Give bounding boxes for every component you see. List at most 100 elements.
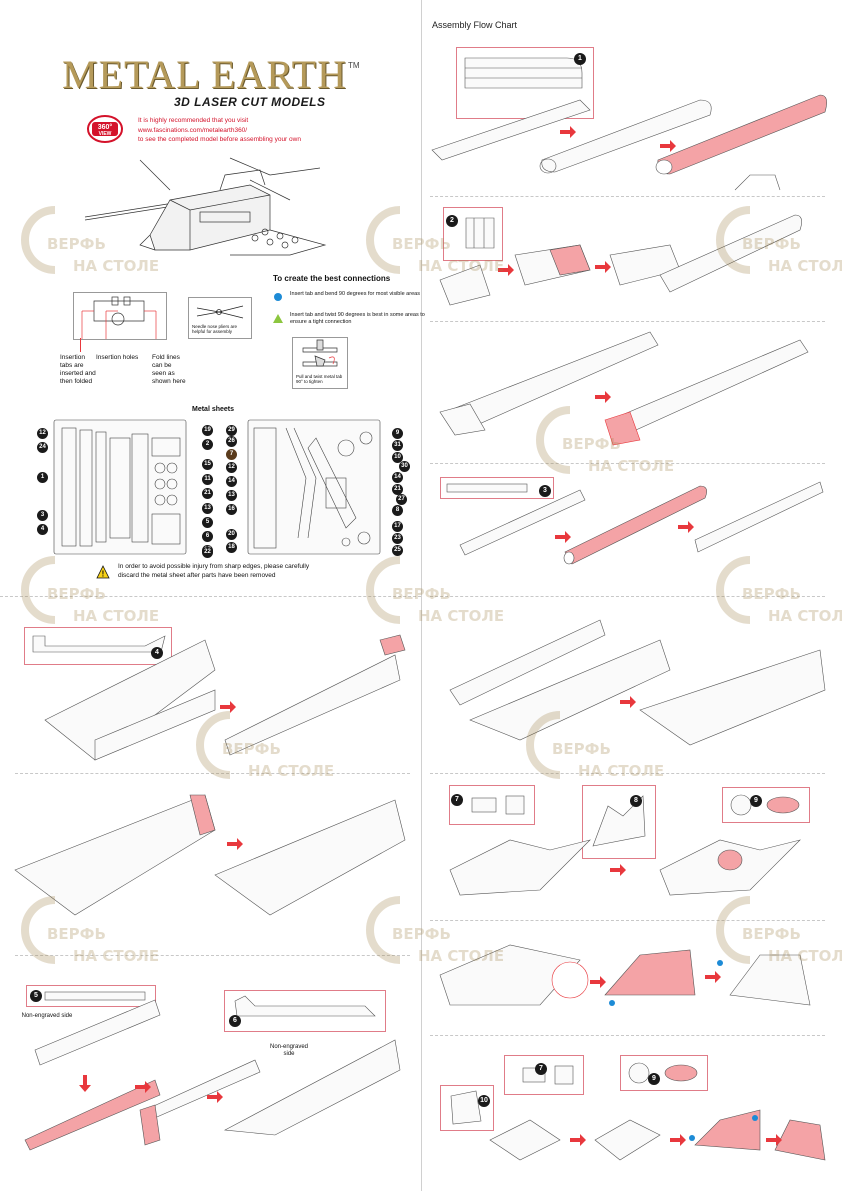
trademark: TM: [348, 61, 360, 70]
pliers-icon: [196, 305, 244, 319]
part-badge: 12: [226, 462, 237, 473]
connection-tip-bend: Insert tab and bend 90 degrees for most …: [290, 291, 420, 297]
step-6-part-box: [224, 990, 386, 1032]
step-10-part-box: [440, 1085, 494, 1131]
step-4b-assembly: [14, 790, 415, 925]
step-7-9-assembly: [430, 820, 830, 920]
logo-subtitle: 3D LASER CUT MODELS: [174, 95, 326, 109]
step-4-assembly: [15, 634, 415, 770]
section-divider: [430, 920, 825, 921]
part-badge: 21: [392, 484, 403, 495]
part-badge: 2: [202, 439, 213, 450]
part-badge: 14: [392, 472, 403, 483]
step-2b-assembly: [430, 330, 830, 460]
part-badge: 4: [37, 524, 48, 535]
warning-line: discard the metal sheet after parts have…: [118, 572, 276, 579]
warning-text: In order to avoid possible injury from s…: [118, 562, 408, 580]
part-badge: 27: [396, 494, 407, 505]
helicopter-illustration: [80, 150, 330, 260]
leader-line: [80, 338, 81, 352]
metal-sheet-1: [52, 418, 188, 556]
part-badge: 29: [226, 425, 237, 436]
watermark-text: НА СТОЛЕ: [73, 607, 160, 625]
step-9b-assembly: [430, 935, 830, 1030]
part-badge: 19: [202, 425, 213, 436]
legend-insertion-holes: Insertion holes: [96, 354, 139, 361]
recommendation-line: to see the completed model before assemb…: [138, 136, 301, 143]
step-number: 7: [451, 794, 463, 806]
blue-dot-icon: [274, 293, 282, 301]
connection-tip-twist: Insert tab and twist 90 degrees is best …: [290, 312, 425, 325]
view360-icon[interactable]: 360° VIEW: [86, 114, 124, 144]
step-7b-part-box: [504, 1055, 584, 1095]
part-badge: 25: [392, 545, 403, 556]
pliers-box: Needle nose pliers are helpful for assem…: [188, 297, 252, 339]
page-divider: [421, 0, 422, 1191]
part-badge: 22: [202, 547, 213, 558]
step-3-assembly: [430, 480, 830, 590]
svg-text:VIEW: VIEW: [99, 131, 112, 137]
section-divider: [15, 773, 410, 774]
step-number: 6: [229, 1015, 241, 1027]
section-divider: [430, 773, 825, 774]
recommendation-line: It is highly recommended that you visit: [138, 117, 249, 124]
step-number: 9: [648, 1073, 660, 1085]
part-badge: 3: [37, 510, 48, 521]
part-badge: 24: [37, 442, 48, 453]
metal-sheets-title: Metal sheets: [192, 406, 235, 413]
twist-icon: [302, 339, 338, 367]
part-badge: 6: [202, 531, 213, 542]
section-divider: [430, 596, 825, 597]
step-number: 9: [750, 795, 762, 807]
step-number: 4: [151, 647, 163, 659]
part-badge: 13: [202, 503, 213, 514]
step-number: 5: [30, 990, 42, 1002]
tab-legend-box: [73, 292, 167, 340]
part-badge: 14: [226, 476, 237, 487]
step-1-assembly: [430, 90, 830, 195]
callout-non-engraved: Non-engraved side: [269, 1044, 309, 1057]
part-badge: 9: [392, 428, 403, 439]
green-triangle-icon: [273, 314, 283, 323]
part-badge: 21: [202, 488, 213, 499]
step-number: 3: [539, 485, 551, 497]
part-badge: 23: [392, 533, 403, 544]
svg-text:360°: 360°: [98, 123, 113, 131]
recommendation-link[interactable]: www.fascinations.com/metalearth360/: [138, 126, 248, 134]
legend-fold-lines: Fold lines can be seen as shown here: [152, 354, 186, 385]
callout-non-engraved: Non-engraved side: [21, 1013, 73, 1019]
recommendation-text: It is highly recommended that you visit …: [138, 116, 358, 145]
part-badge: 20: [226, 529, 237, 540]
section-divider: [430, 196, 825, 197]
warning-icon: !: [96, 565, 110, 579]
step-number: 10: [478, 1095, 490, 1107]
step-6b-assembly: [430, 610, 830, 760]
section-divider: [430, 1035, 825, 1036]
step-5-assembly: [15, 999, 415, 1170]
section-divider: [0, 596, 421, 597]
part-badge: 16: [226, 504, 237, 515]
watermark-text: ВЕРФЬ: [47, 585, 106, 603]
watermark-text: НА СТОЛЕ: [73, 947, 160, 965]
section-divider: [430, 321, 825, 322]
step-8-part-box: [582, 785, 656, 859]
part-badge: 15: [202, 459, 213, 470]
part-badge: 13: [226, 490, 237, 501]
watermark-text: ВЕРФЬ: [47, 925, 106, 943]
pliers-note: Needle nose pliers are helpful for assem…: [192, 324, 238, 334]
brand-logo: METAL EARTH TM 3D LASER CUT MODELS: [62, 52, 362, 110]
metal-sheet-2: [246, 418, 382, 556]
step-10-assembly: [430, 1090, 830, 1170]
step-9-part-box: [722, 787, 810, 823]
part-badge: 17: [392, 521, 403, 532]
flow-chart-title: Assembly Flow Chart: [432, 20, 518, 30]
warning-line: In order to avoid possible injury from s…: [118, 563, 310, 570]
part-badge: 31: [392, 440, 403, 451]
connections-title: To create the best connections: [273, 274, 391, 283]
twist-diagram: Pull and twist metal tab 90° to tighten: [292, 337, 348, 389]
step-number: 1: [574, 53, 586, 65]
svg-text:!: !: [102, 570, 105, 579]
logo-text: METAL EARTH: [62, 52, 347, 97]
part-badge: 30: [399, 461, 410, 472]
twist-note: Pull and twist metal tab 90° to tighten: [296, 374, 343, 384]
